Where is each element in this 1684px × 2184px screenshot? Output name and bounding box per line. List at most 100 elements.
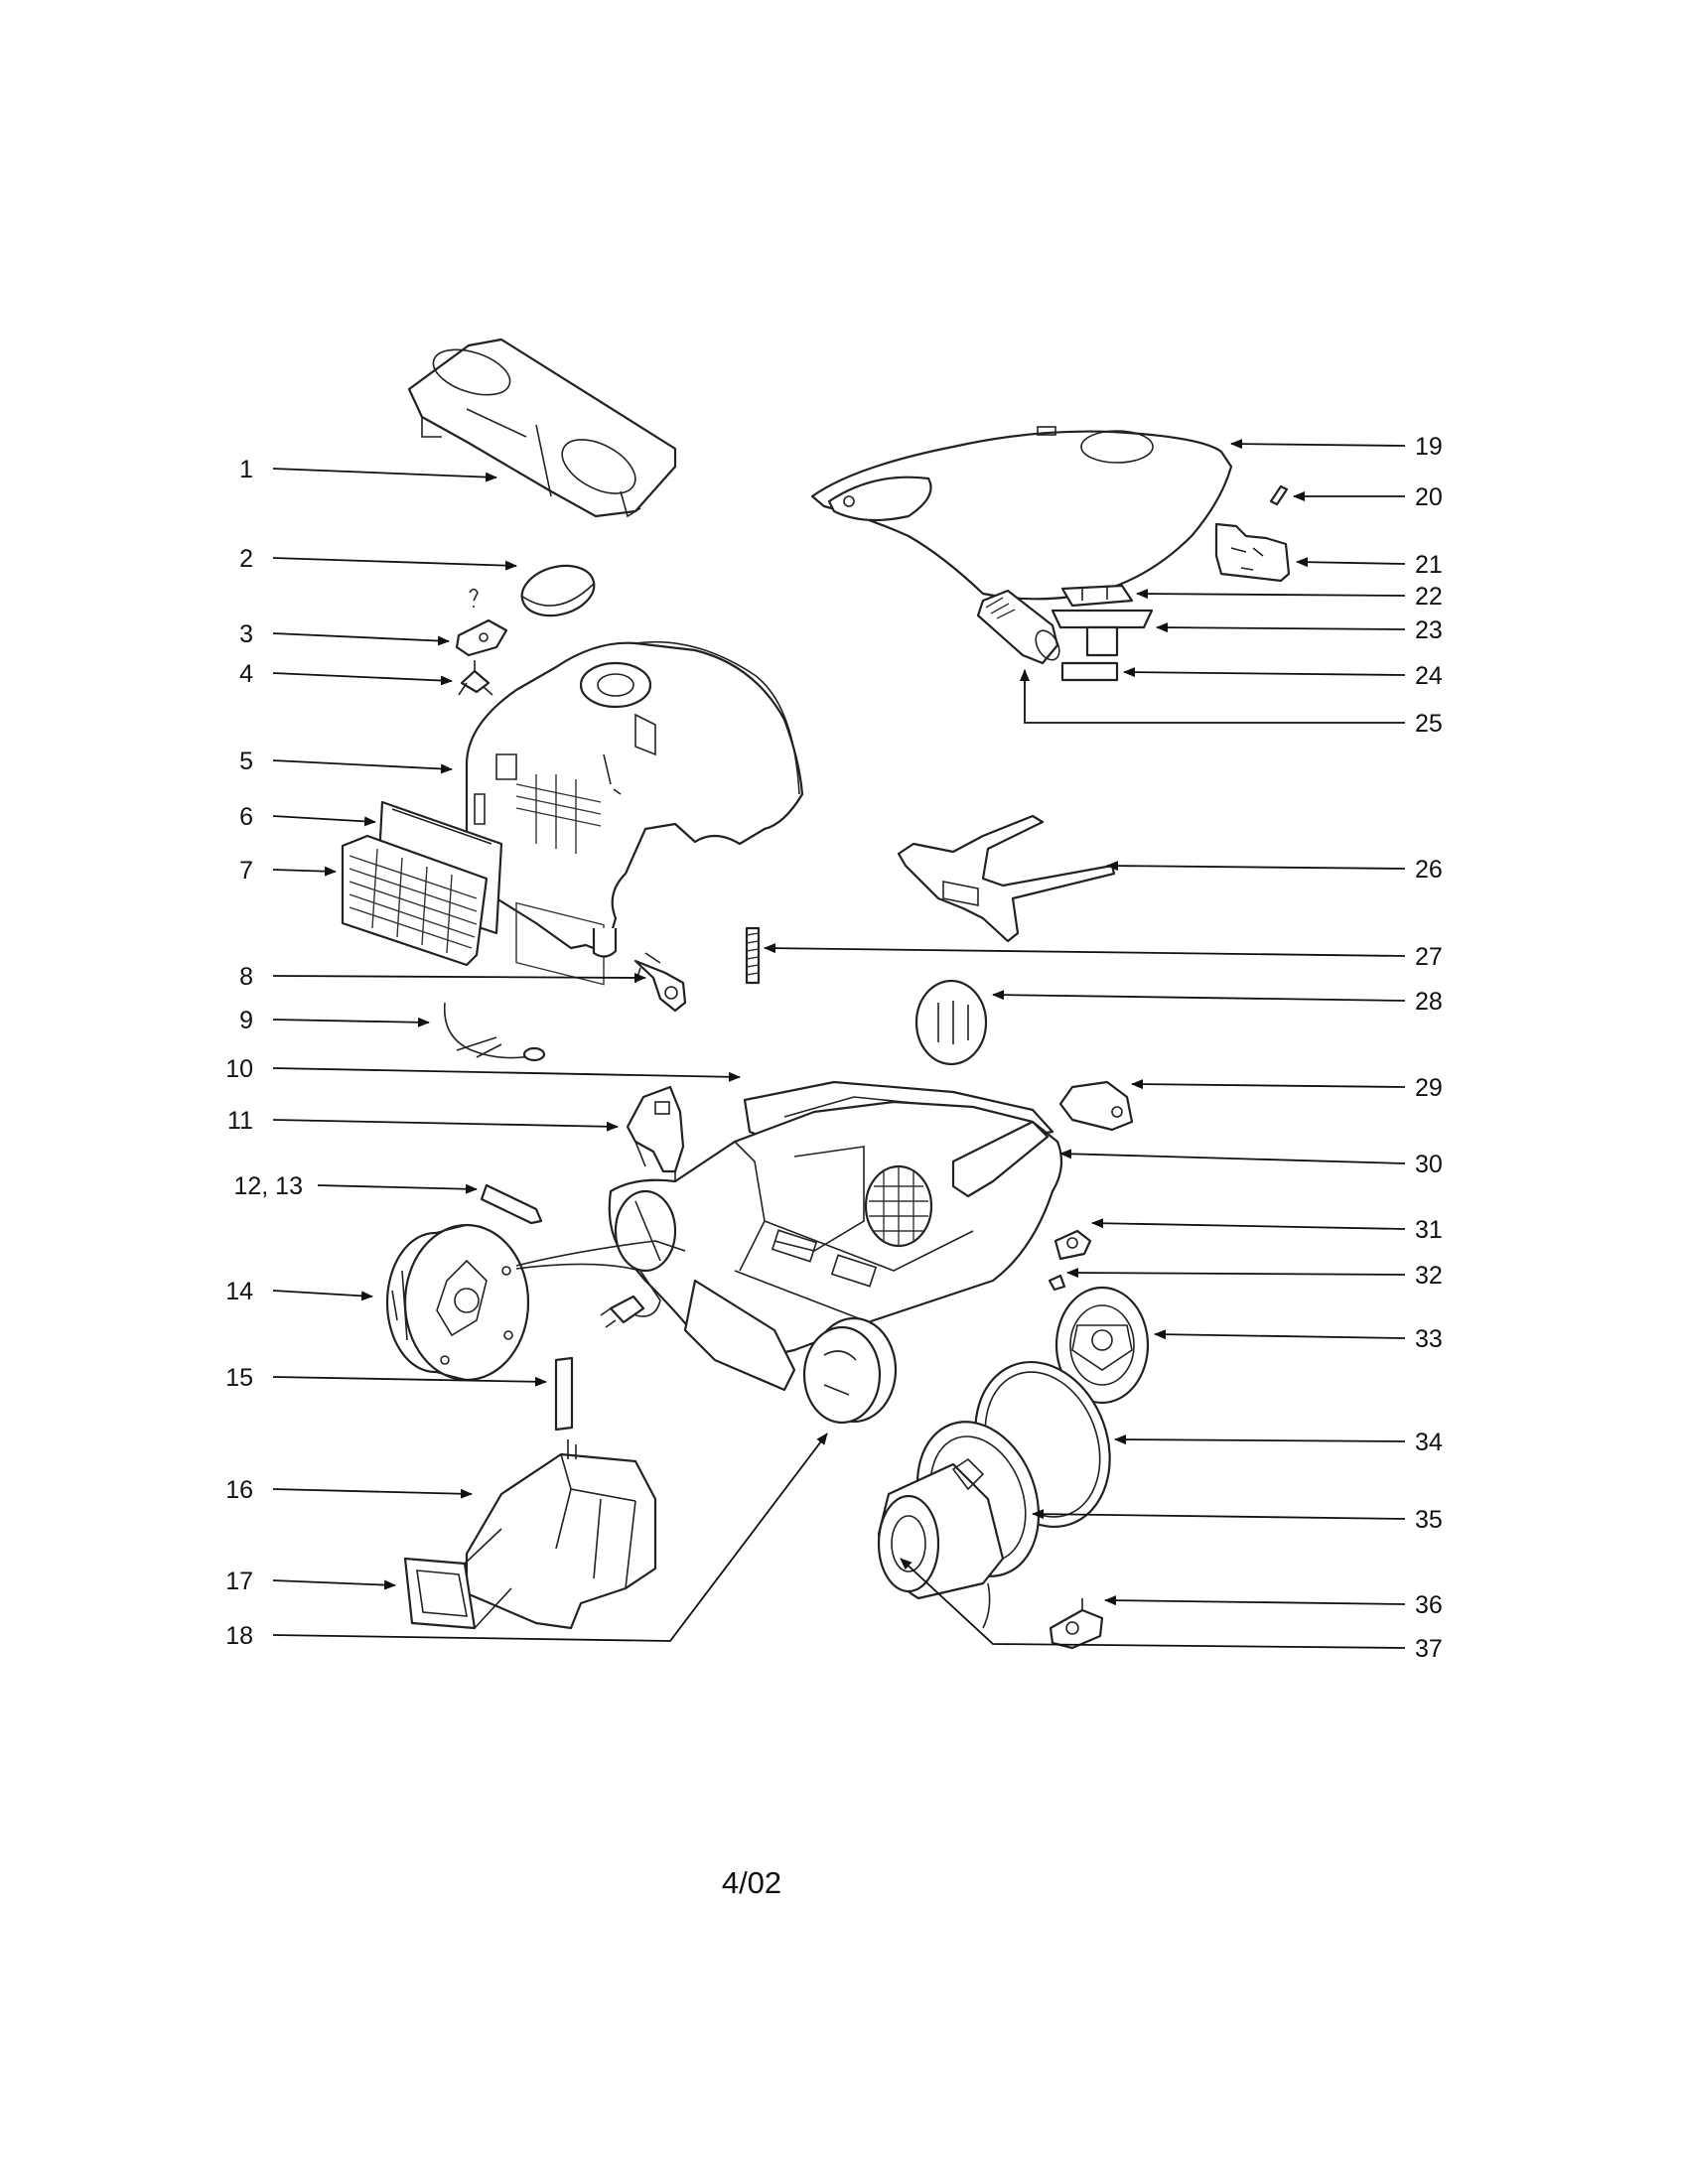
leader-33 (1154, 1329, 1406, 1340)
leader-9 (272, 1017, 430, 1027)
callout-22: 22 (1415, 583, 1443, 611)
callout-34: 34 (1415, 1429, 1443, 1456)
callout-10: 10 (225, 1055, 253, 1083)
part-36-motor-foot (1049, 1598, 1104, 1650)
callout-18: 18 (225, 1622, 253, 1650)
leader-18 (272, 1433, 828, 1642)
part-9-wire (443, 1002, 546, 1062)
callout-31: 31 (1415, 1216, 1443, 1244)
part-23-valve-body (1051, 609, 1154, 657)
part-17-bag-collar (403, 1528, 512, 1630)
part-18-base-bottom (683, 1279, 796, 1392)
callout-12-13: 12, 13 (233, 1172, 303, 1200)
part-22-valve-top (1060, 584, 1134, 608)
callout-23: 23 (1415, 616, 1443, 644)
part-2-round-cap (469, 564, 596, 617)
callout-28: 28 (1415, 988, 1443, 1016)
callout-4: 4 (239, 660, 253, 688)
leader-31 (1091, 1218, 1406, 1230)
leader-24 (1123, 667, 1406, 678)
callout-labels: 1 2 3 4 5 6 7 8 9 10 11 12, 13 14 15 16 … (225, 433, 1443, 1663)
part-7-grille (341, 834, 489, 967)
leader-37 (900, 1558, 1406, 1649)
callout-21: 21 (1415, 551, 1443, 579)
callout-37: 37 (1415, 1635, 1443, 1663)
callout-5: 5 (239, 748, 253, 775)
leader-30 (1059, 1149, 1406, 1164)
part-16-bag-housing (465, 1439, 657, 1630)
callout-20: 20 (1415, 483, 1443, 511)
part-14-cord-reel (385, 1223, 530, 1382)
leader-2 (272, 557, 517, 571)
leader-lines (272, 439, 1406, 1649)
leader-6 (272, 815, 376, 827)
part-32-small-clip (1048, 1274, 1066, 1292)
leader-19 (1230, 439, 1406, 450)
part-19-top-cover (810, 426, 1233, 601)
callout-16: 16 (225, 1476, 253, 1504)
leader-29 (1131, 1079, 1406, 1090)
leader-1 (272, 468, 497, 482)
leader-8 (272, 972, 646, 983)
callout-1: 1 (239, 456, 253, 483)
leader-34 (1114, 1434, 1406, 1445)
part-21-bracket (1214, 522, 1291, 583)
callout-36: 36 (1415, 1591, 1443, 1619)
callout-2: 2 (239, 545, 253, 573)
part-15-strip (554, 1356, 574, 1432)
part-27-spring (745, 926, 761, 985)
callout-24: 24 (1415, 662, 1443, 690)
callout-7: 7 (239, 857, 253, 885)
part-30-base-body (608, 1100, 1063, 1356)
leader-14 (272, 1290, 373, 1301)
power-cord (515, 1240, 686, 1328)
callout-30: 30 (1415, 1151, 1443, 1178)
footer-date: 4/02 (722, 1865, 781, 1900)
part-26-fork-bracket (897, 814, 1116, 943)
leader-25 (1020, 669, 1405, 724)
part-1-handle-cover (407, 338, 677, 518)
callout-26: 26 (1415, 856, 1443, 884)
part-24-valve-seal (1060, 661, 1119, 682)
callout-29: 29 (1415, 1074, 1443, 1102)
leader-21 (1296, 557, 1406, 568)
part-18-rear-wheel (614, 1189, 677, 1273)
part-12-13-pin (480, 1183, 543, 1225)
leader-12-13 (317, 1183, 478, 1194)
part-28-oval-vent (914, 979, 988, 1066)
callout-32: 32 (1415, 1262, 1443, 1290)
parts-artwork (341, 338, 1291, 1650)
leader-15 (272, 1376, 547, 1387)
callout-17: 17 (225, 1568, 253, 1595)
leader-32 (1066, 1268, 1406, 1279)
leader-17 (272, 1579, 396, 1590)
leader-5 (272, 759, 453, 774)
callout-27: 27 (1415, 943, 1443, 971)
callout-35: 35 (1415, 1506, 1443, 1534)
callout-6: 6 (239, 803, 253, 831)
callout-8: 8 (239, 963, 253, 991)
callout-15: 15 (225, 1364, 253, 1392)
leader-26 (1106, 861, 1406, 872)
leader-28 (992, 990, 1406, 1002)
part-25-hose-connector (976, 589, 1060, 665)
part-18-wheel (802, 1316, 898, 1425)
callout-25: 25 (1415, 710, 1443, 738)
leader-16 (272, 1488, 473, 1499)
callout-3: 3 (239, 620, 253, 648)
callout-19: 19 (1415, 433, 1443, 461)
part-20-small-spring (1269, 484, 1289, 506)
callout-9: 9 (239, 1007, 253, 1034)
part-33-motor-cover (1054, 1286, 1150, 1405)
callout-14: 14 (225, 1278, 253, 1305)
part-3-latch (455, 618, 508, 657)
leader-36 (1104, 1595, 1406, 1606)
leader-7 (272, 866, 337, 877)
leader-27 (764, 943, 1406, 957)
part-11-switch-bracket (626, 1085, 685, 1186)
leader-3 (272, 632, 450, 646)
leader-35 (1032, 1509, 1406, 1520)
part-8-bracket (633, 952, 687, 1013)
part-29-side-latch (1058, 1080, 1134, 1132)
